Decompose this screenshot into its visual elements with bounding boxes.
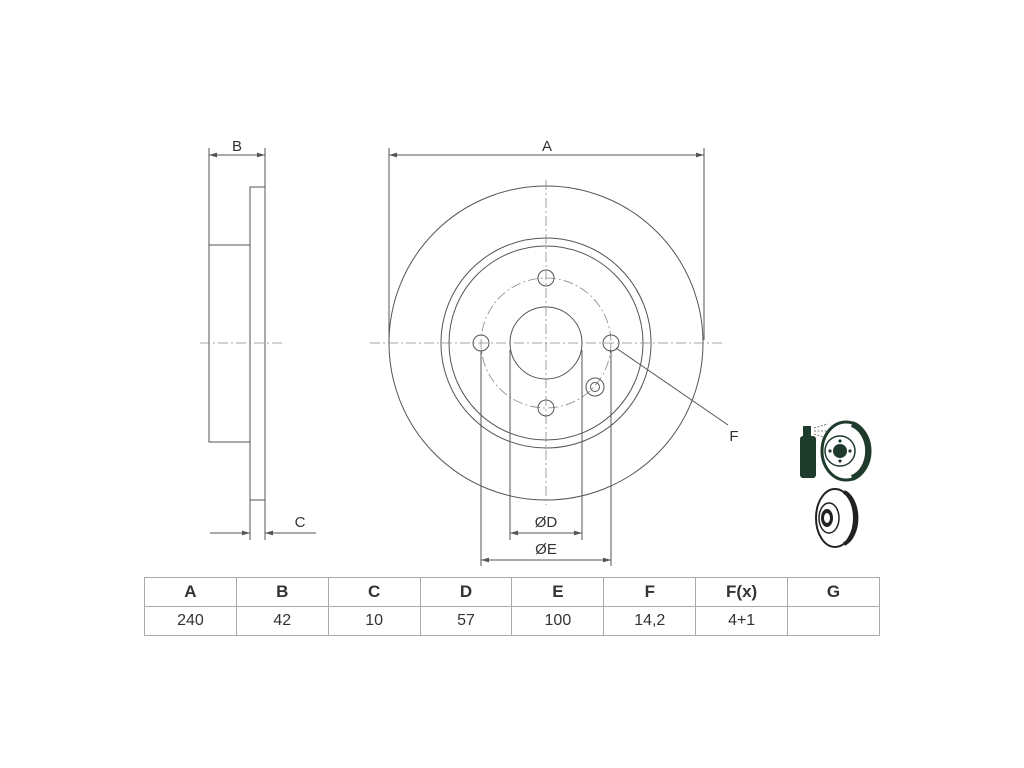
dimensions-table: A B C D E F F(x) G 240 42 10 57 100 14,2… [144, 577, 880, 636]
header-fx: F(x) [695, 577, 789, 607]
value-g [787, 606, 880, 636]
header-a: A [144, 577, 237, 607]
value-f: 14,2 [603, 606, 697, 636]
value-d: 57 [419, 606, 513, 636]
label-e: ØE [535, 541, 557, 558]
label-f: F [729, 428, 738, 445]
value-a: 240 [144, 606, 237, 636]
header-b: B [235, 577, 329, 607]
header-e: E [511, 577, 605, 607]
label-a: A [542, 138, 552, 155]
leader-f [615, 347, 729, 426]
value-c: 10 [327, 606, 421, 636]
header-g: G [787, 577, 880, 607]
brake-disc-icon [815, 488, 859, 548]
disc-cleaning-spray-icon [800, 420, 872, 482]
header-d: D [419, 577, 513, 607]
table-header-row: A B C D E F F(x) G [144, 577, 880, 607]
value-fx: 4+1 [695, 606, 789, 636]
side-view: B C [200, 138, 316, 540]
table-value-row: 240 42 10 57 100 14,2 4+1 [144, 606, 880, 636]
label-c: C [295, 514, 306, 531]
header-c: C [327, 577, 421, 607]
label-b: B [232, 138, 242, 155]
front-view: F A ØD ØE [370, 138, 739, 566]
value-e: 100 [511, 606, 605, 636]
header-f: F [603, 577, 697, 607]
label-d: ØD [535, 514, 558, 531]
value-b: 42 [235, 606, 329, 636]
